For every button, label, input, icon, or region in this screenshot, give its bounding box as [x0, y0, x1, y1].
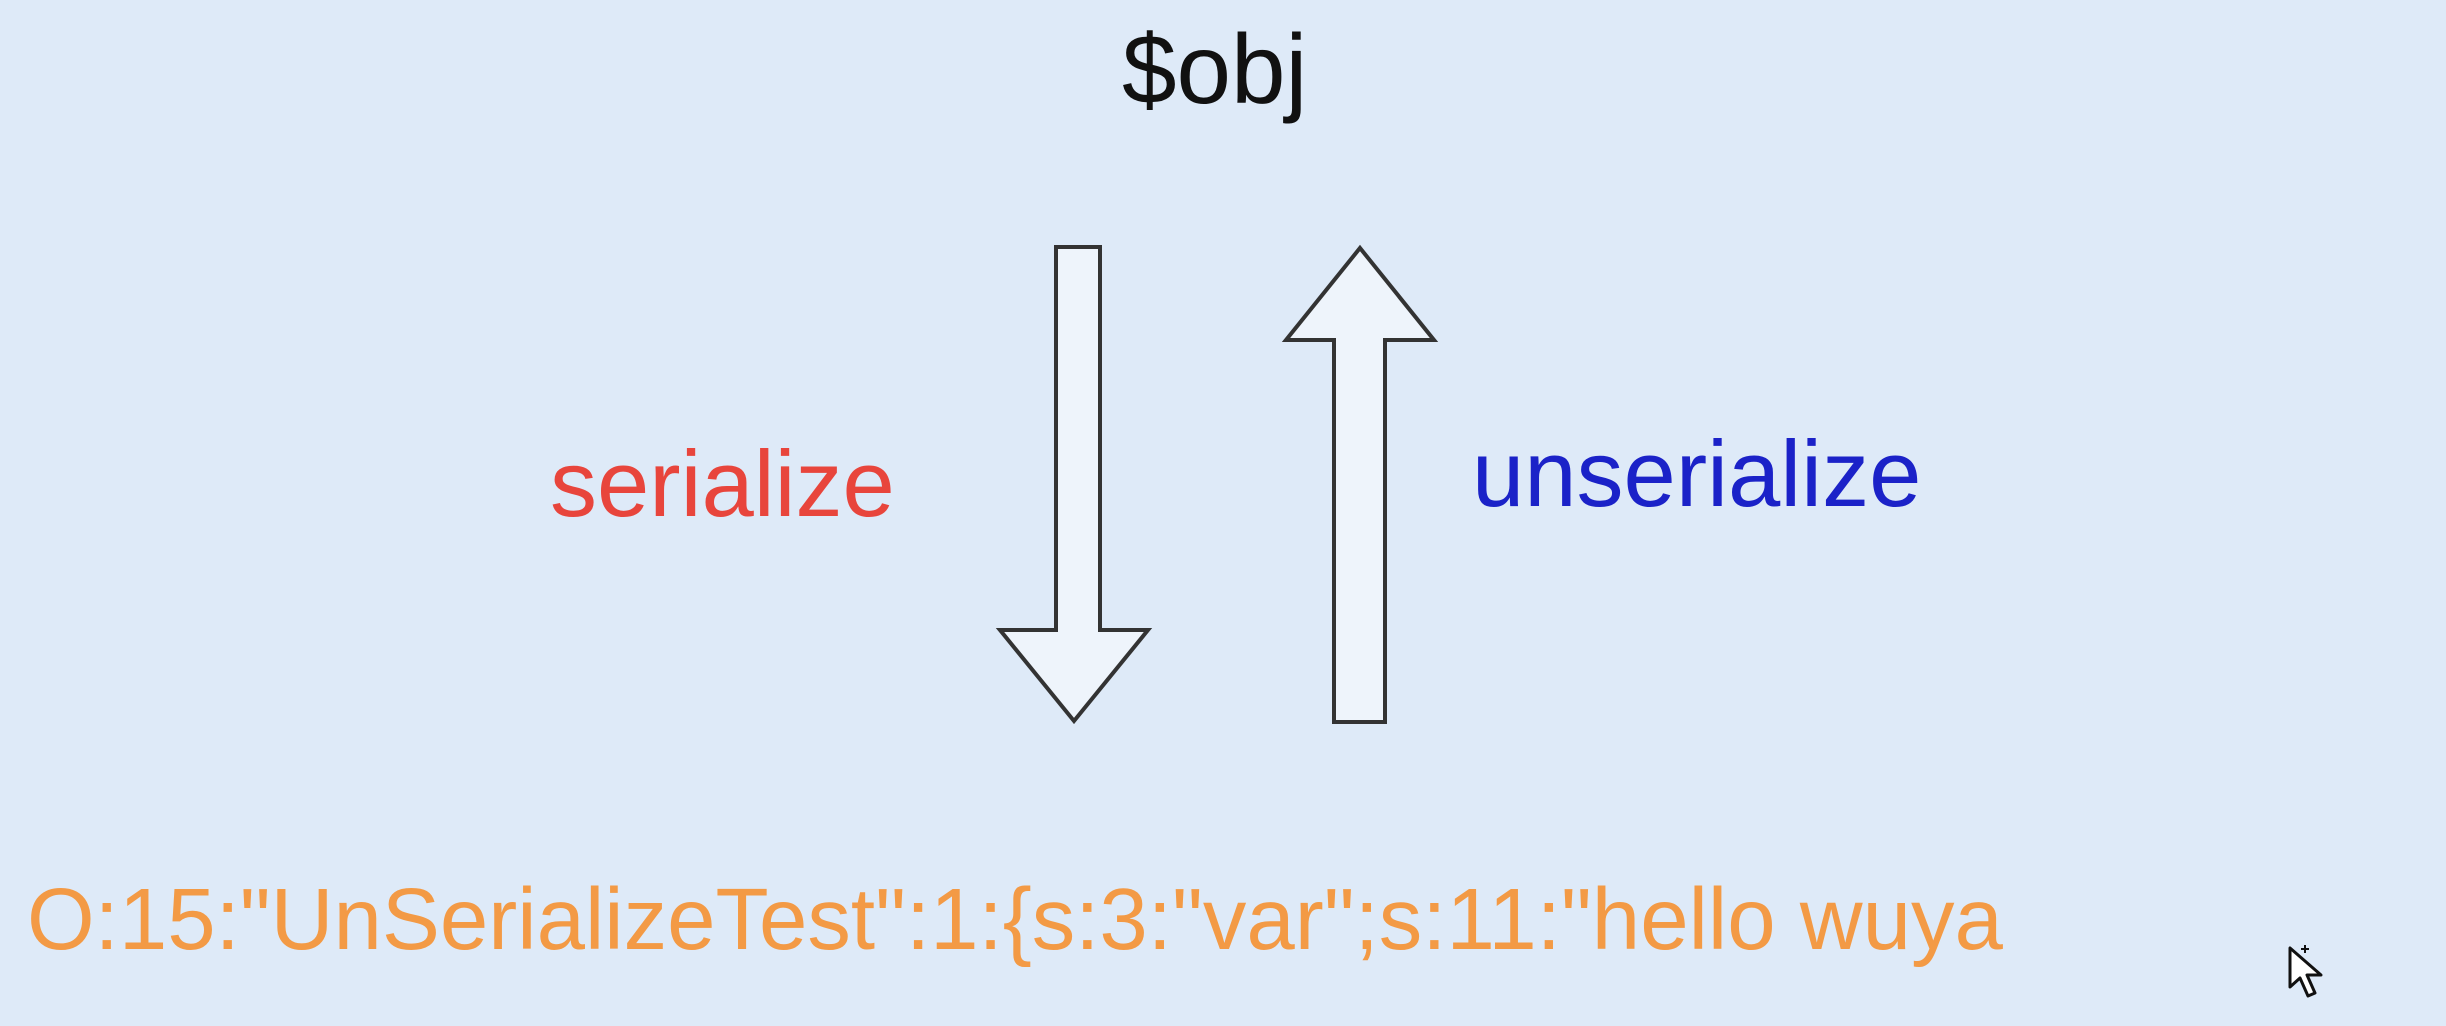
unserialize-label: unserialize [1472, 421, 1922, 526]
serialize-label: serialize [550, 431, 895, 536]
object-title: $obj [1122, 14, 1308, 124]
serialized-string: O:15:"UnSerializeTest":1:{s:3:"var";s:11… [27, 871, 2003, 968]
arrow-up-icon [1281, 244, 1439, 724]
mouse-cursor-icon [2288, 945, 2323, 998]
arrow-down-icon [995, 245, 1153, 725]
